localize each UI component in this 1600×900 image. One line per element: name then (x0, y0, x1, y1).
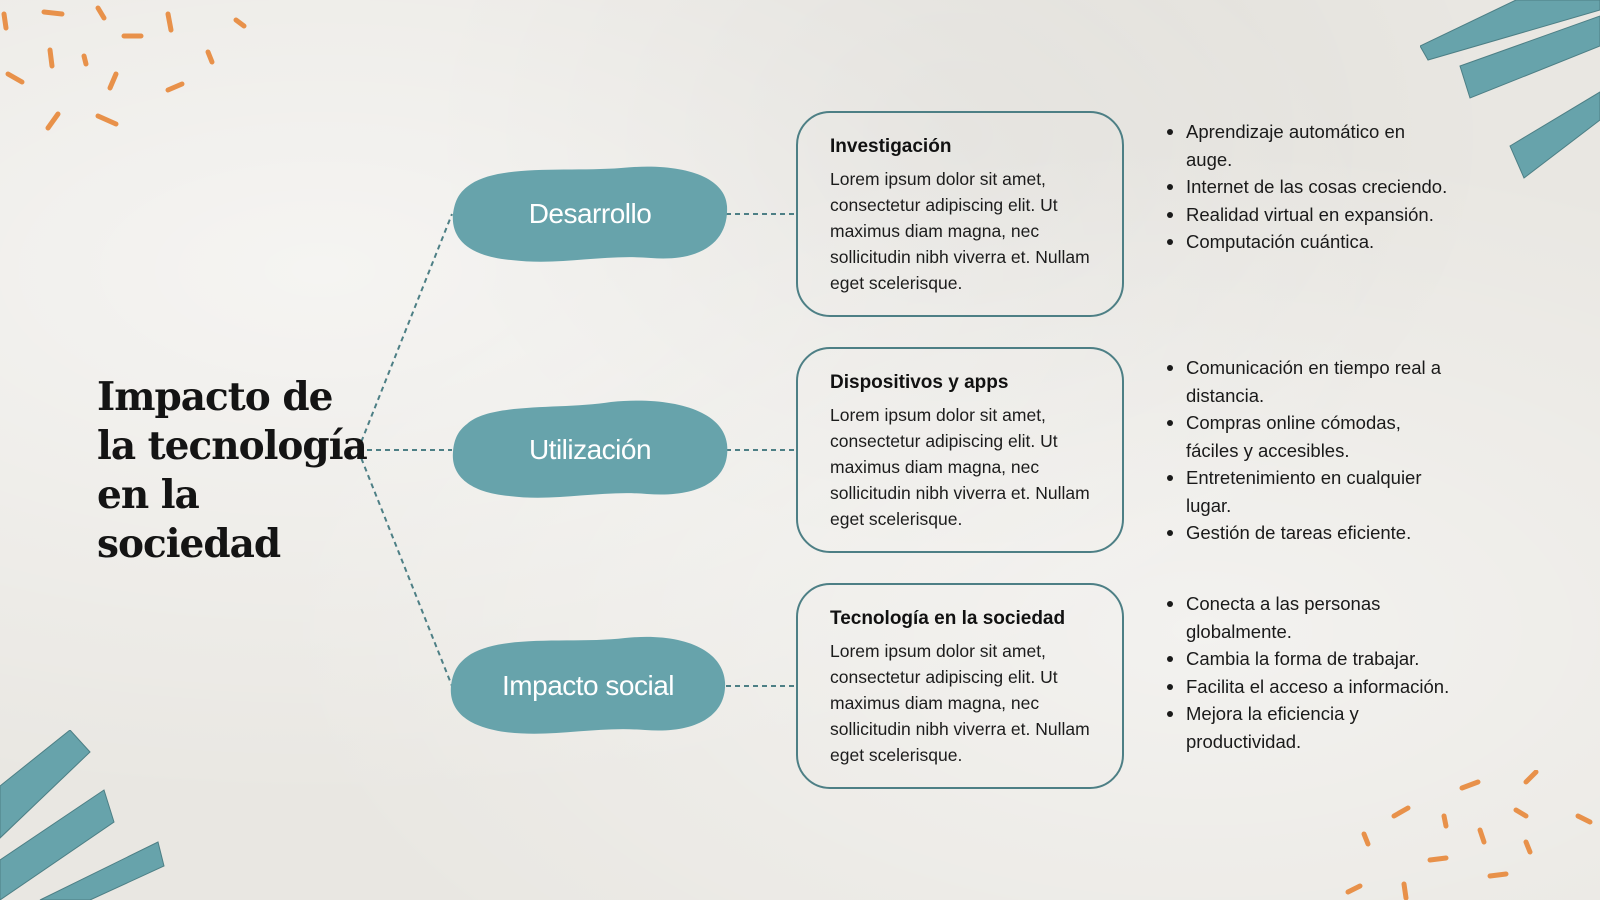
branch-node-impacto-social: Impacto social (449, 634, 727, 738)
blob-shape (452, 400, 728, 498)
card-title: Dispositivos y apps (830, 372, 1009, 393)
bullet-item: Entretenimiento en cualquier lugar. (1164, 464, 1454, 519)
branch-node-utilizacion: Utilización (451, 398, 729, 502)
confetti-bottom-right-decoration (1345, 770, 1593, 900)
bullet-item: Facilita el acceso a información. (1164, 673, 1454, 701)
bullet-item: Aprendizaje automático en auge. (1164, 118, 1454, 173)
card-title: Tecnología en la sociedad (830, 608, 1066, 629)
card-body: Lorem ipsum dolor sit amet, consectetur … (830, 641, 1090, 765)
bullet-item: Mejora la eficiencia y productividad. (1164, 700, 1454, 755)
bullet-item: Compras online cómodas, fáciles y accesi… (1164, 409, 1454, 464)
bullet-list-utilizacion: Comunicación en tiempo real a distancia.… (1164, 354, 1454, 547)
bullet-list-impacto-social: Conecta a las personas globalmente. Camb… (1164, 590, 1454, 755)
blob-shape (452, 166, 728, 262)
bullet-item: Gestión de tareas eficiente. (1164, 519, 1454, 547)
branch-label: Desarrollo (528, 198, 652, 229)
branch-node-desarrollo: Desarrollo (451, 162, 729, 266)
bullet-item: Cambia la forma de trabajar. (1164, 645, 1454, 673)
diagram-title: Impacto de la tecnología en la sociedad (97, 374, 368, 567)
bullet-item: Computación cuántica. (1164, 228, 1454, 256)
confetti-top-left-decoration (1, 5, 247, 131)
card-title: Investigación (830, 136, 952, 157)
card-dispositivos-y-apps: Dispositivos y apps Lorem ipsum dolor si… (796, 347, 1124, 553)
blob-shape (450, 636, 726, 734)
bullet-item: Conecta a las personas globalmente. (1164, 590, 1454, 645)
card-tecnologia-en-la-sociedad: Tecnología en la sociedad Lorem ipsum do… (796, 583, 1124, 789)
card-body: Lorem ipsum dolor sit amet, consectetur … (830, 405, 1090, 529)
bullet-list-desarrollo: Aprendizaje automático en auge. Internet… (1164, 118, 1454, 256)
branch-label: Utilización (528, 434, 652, 465)
bullet-item: Comunicación en tiempo real a distancia. (1164, 354, 1454, 409)
teal-rays-bottom-left-decoration (0, 730, 165, 900)
card-body: Lorem ipsum dolor sit amet, consectetur … (830, 169, 1090, 293)
branch-label: Impacto social (502, 670, 674, 701)
bullet-item: Internet de las cosas creciendo. (1164, 173, 1454, 201)
bullet-item: Realidad virtual en expansión. (1164, 201, 1454, 229)
card-investigacion: Investigación Lorem ipsum dolor sit amet… (796, 111, 1124, 317)
connector-root-to-impacto (357, 449, 453, 687)
connector-root-to-desarrollo (357, 213, 453, 451)
